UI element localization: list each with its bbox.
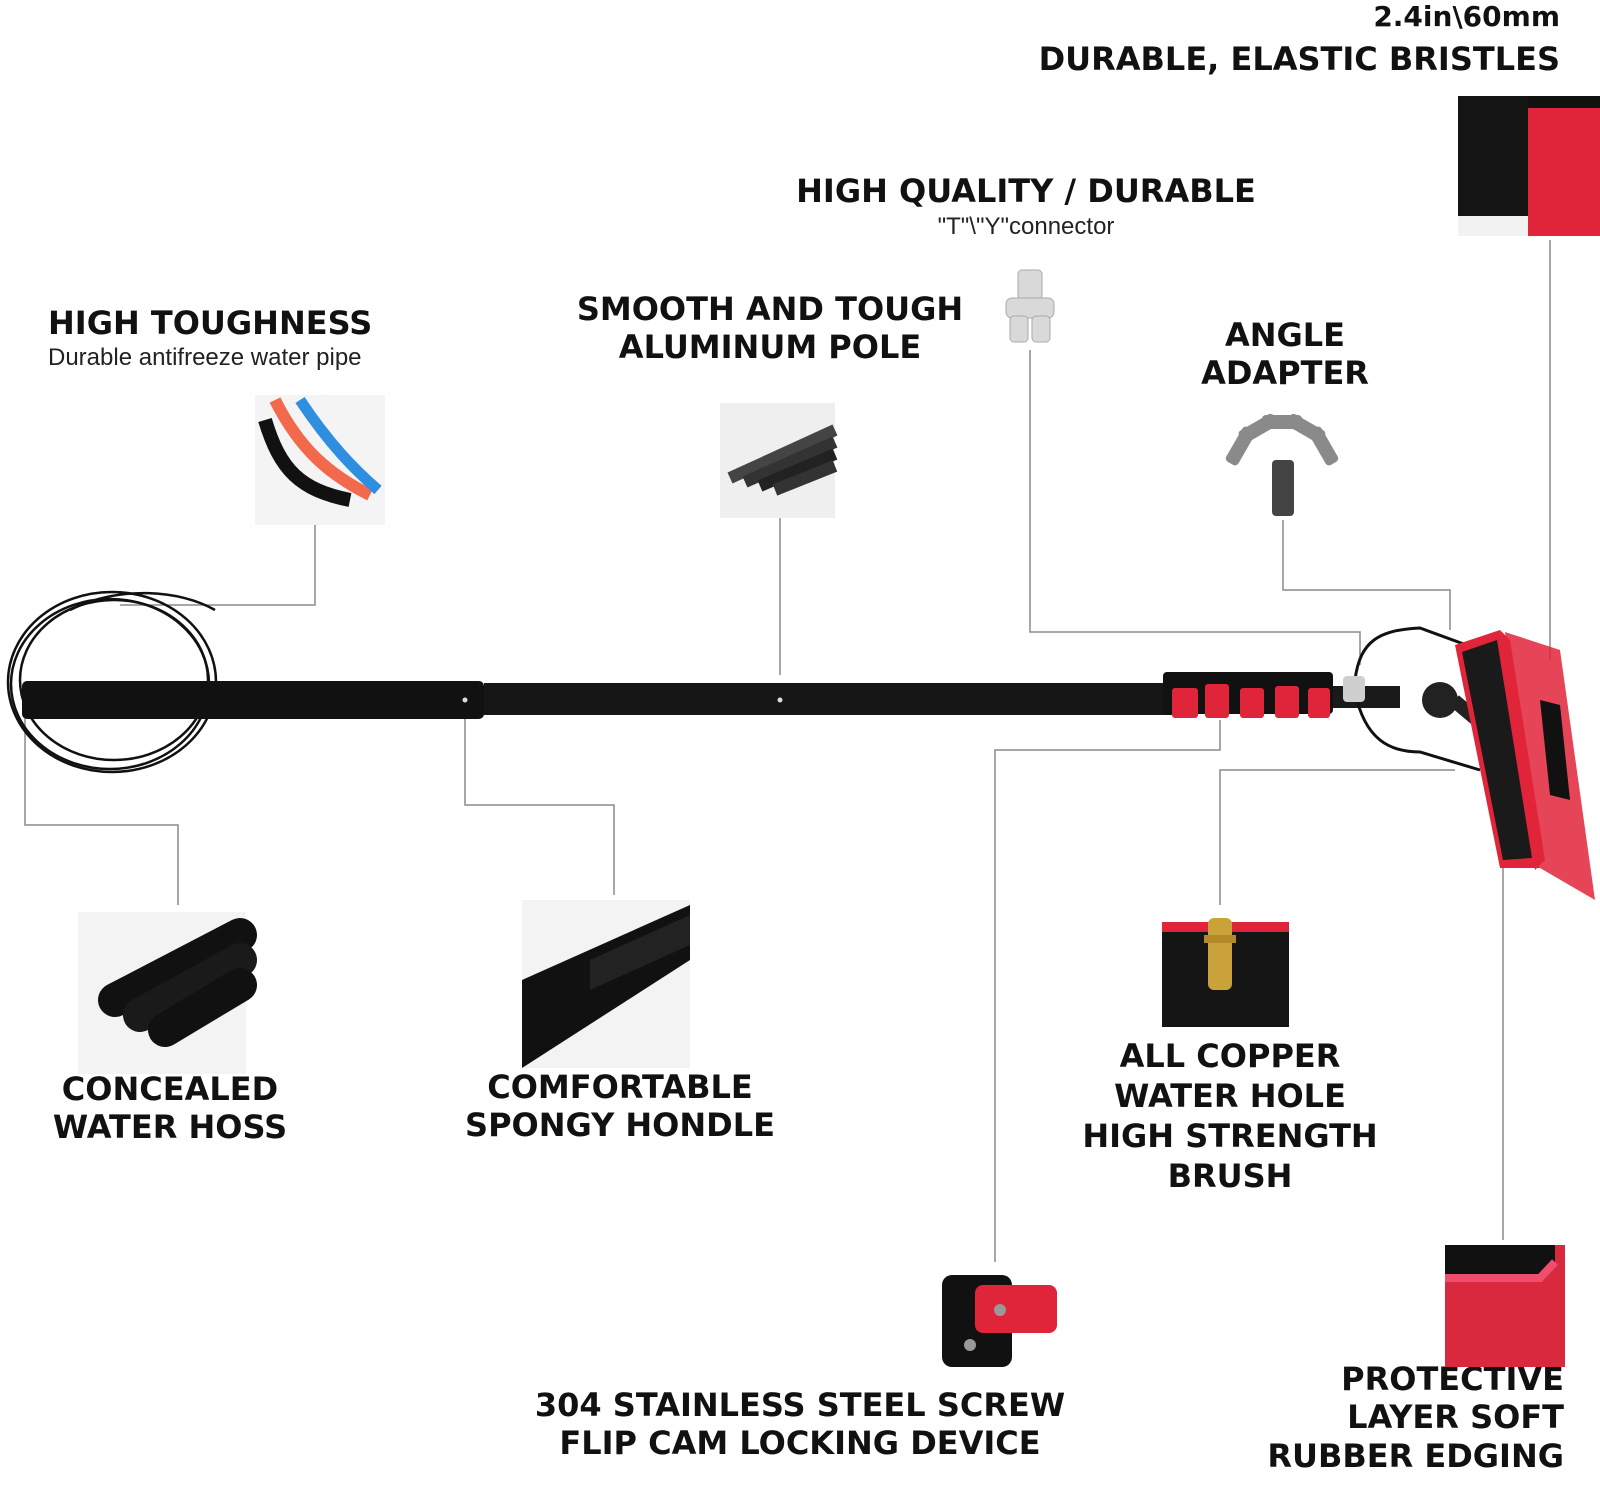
hose-label: CONCEALED WATER HOSS [20, 1070, 320, 1147]
angle-adapter-label: ANGLE ADAPTER [1135, 316, 1435, 393]
leader-copper [1219, 769, 1455, 905]
handle-label: COMFORTABLE SPONGY HONDLE [420, 1068, 820, 1145]
edging-thumbnail [1445, 1245, 1565, 1367]
leader-handle [464, 712, 615, 895]
pipe-subtitle-label: Durable antifreeze water pipe [48, 344, 362, 371]
leader-connector [1029, 350, 1361, 665]
pole-label-line1: SMOOTH AND TOUGH [576, 290, 964, 328]
lock-thumbnail [942, 1275, 1057, 1367]
pole-label: SMOOTH AND TOUGH ALUMINUM POLE [540, 290, 1000, 367]
pole-rivet [777, 697, 783, 703]
bristles-title-label: DURABLE, ELASTIC BRISTLES [1038, 40, 1560, 78]
hose-label-line1: CONCEALED [61, 1070, 279, 1108]
copper-label-line2: WATER HOLE [1114, 1077, 1346, 1115]
copper-label-line3: HIGH STRENGTH [1082, 1117, 1378, 1155]
bristles-size-label: 2.4in\60mm [1373, 0, 1560, 33]
handle-label-line2: SPONGY HONDLE [465, 1106, 775, 1145]
leader-hose [24, 700, 179, 905]
hose-thumbnail [78, 912, 257, 1074]
hose-label-line2: WATER HOSS [52, 1108, 288, 1147]
pipe-title-label: HIGH TOUGHNESS [48, 304, 373, 342]
sponge-handle [22, 681, 484, 719]
copper-label: ALL COPPER WATER HOLE HIGH STRENGTH BRUS… [1030, 1036, 1430, 1196]
pipe-thumbnail [255, 395, 385, 525]
pole-thumbnail [720, 403, 838, 518]
lock-label-line1: 304 STAINLESS STEEL SCREW [534, 1386, 1066, 1424]
copper-thumbnail [1162, 918, 1289, 1027]
ty-connector [1343, 676, 1365, 702]
handle-label-line1: COMFORTABLE [487, 1068, 753, 1106]
water-feed-hoses [1353, 626, 1481, 772]
pole-label-line2: ALUMINUM POLE [618, 328, 922, 367]
handle-thumbnail [522, 900, 690, 1068]
connector-title-label: HIGH QUALITY / DURABLE [796, 172, 1256, 210]
leader-lines [24, 240, 1551, 1262]
copper-label-line4: BRUSH [1167, 1157, 1293, 1195]
connector-thumbnail [1005, 269, 1055, 343]
edging-label-line2: LAYER SOFT [1347, 1398, 1564, 1437]
bristles-thumbnail [1458, 96, 1600, 236]
aluminum-pole-section [484, 683, 1174, 715]
leader-lock [994, 720, 1221, 1262]
brush-head [1455, 630, 1595, 900]
angle-adapter-thumbnail [1225, 413, 1339, 516]
copper-label-line1: ALL COPPER [1119, 1037, 1341, 1075]
angle-label-line1: ANGLE [1224, 316, 1346, 354]
leader-angle [1282, 520, 1451, 630]
lock-label: 304 STAINLESS STEEL SCREW FLIP CAM LOCKI… [440, 1386, 1160, 1463]
connector-subtitle-label: "T"\"Y"connector [937, 213, 1115, 240]
edging-label-line3: RUBBER EDGING [1267, 1436, 1564, 1475]
pole-rivet [462, 697, 468, 703]
angle-label-line2: ADAPTER [1201, 354, 1369, 393]
lock-label-line2: FLIP CAM LOCKING DEVICE [559, 1424, 1041, 1463]
leader-pipe [120, 515, 316, 606]
flip-cam-clamps [1163, 672, 1333, 718]
